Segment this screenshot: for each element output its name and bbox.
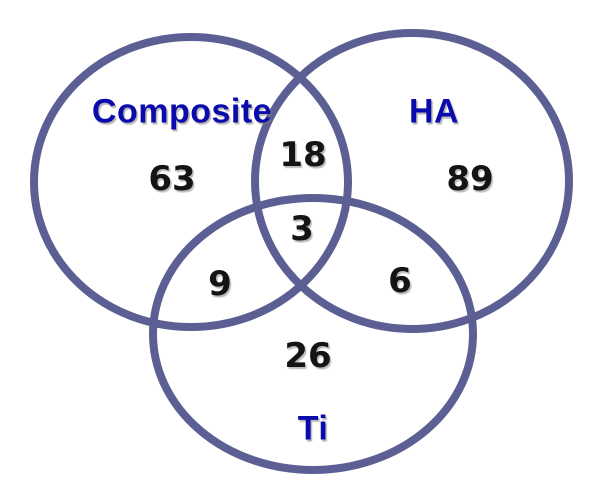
composite-only-count: 63 [148,159,196,199]
ha-only-count: 89 [446,159,494,199]
composite-set-label: Composite [91,92,273,131]
ti-set-label: Ti [297,409,329,448]
ha-ti-intersection-count: 6 [388,261,412,301]
composite-ha-intersection-count: 18 [279,135,327,175]
center-intersection-count: 3 [290,209,314,249]
composite-circle [30,33,352,331]
ti-circle [149,194,477,474]
ha-circle [251,29,573,333]
ha-set-label: HA [408,92,460,131]
ti-only-count: 26 [284,336,332,376]
composite-ti-intersection-count: 9 [208,264,232,304]
